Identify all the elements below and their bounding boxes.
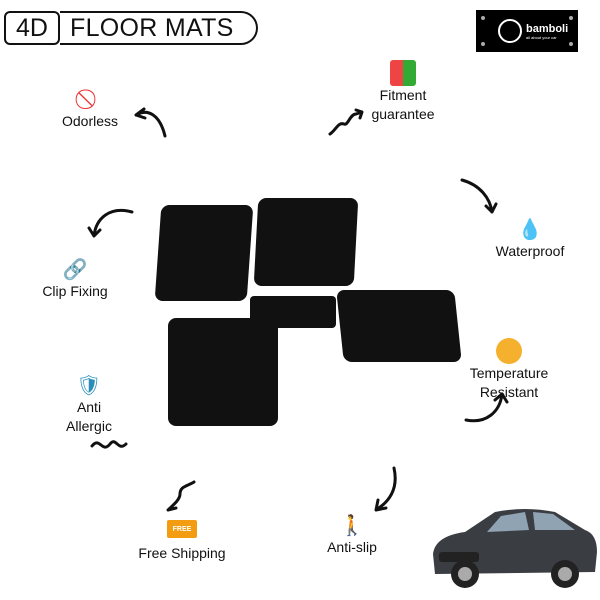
brand-name: bamboli: [526, 22, 569, 35]
arrow-icon: [374, 466, 397, 512]
product-title: FLOOR MATS: [60, 11, 258, 45]
arrow-icon: [460, 178, 498, 214]
feature-free-shipping: FREE Free Shipping: [134, 520, 230, 563]
feature-clip-fixing: 🔗 Clip Fixing: [30, 256, 120, 301]
feature-label: Anti-slip: [327, 539, 377, 555]
feature-label: Fitment guarantee: [371, 87, 435, 122]
feature-label: Clip Fixing: [42, 283, 108, 299]
feature-label: Free Shipping: [138, 545, 226, 561]
brand-tagline: all about your car: [526, 34, 557, 40]
arrow-icon: [166, 480, 196, 512]
delivery-truck-icon: FREE: [167, 520, 197, 538]
arrow-icon: [90, 440, 128, 449]
car-image: [433, 509, 597, 588]
product-header: 4D FLOOR MATS: [4, 10, 258, 46]
feature-label: Temperature Resistant: [469, 365, 549, 400]
feature-waterproof: 💧 Waterproof: [478, 216, 582, 261]
brand-logo: bamboli all about your car: [476, 10, 578, 52]
water-drop-icon: 💧: [517, 218, 543, 241]
feature-label: Odorless: [61, 113, 119, 129]
shield-hands-icon: 🛡: [76, 374, 102, 397]
arrow-icon: [328, 108, 364, 136]
steering-wheel-icon: [498, 19, 522, 43]
feature-label: Anti Allergic: [66, 399, 112, 434]
feature-fitment: Fitment guarantee: [355, 60, 451, 124]
slipping-person-icon: 🚶: [339, 514, 365, 537]
feature-label: Waterproof: [495, 243, 565, 259]
thermometer-icon: [496, 338, 522, 364]
arrow-icon: [464, 392, 509, 423]
feature-anti-slip: 🚶 Anti-slip: [312, 512, 392, 557]
4d-badge: 4D: [4, 11, 60, 45]
feature-odorless: ⃠ Odorless: [50, 86, 130, 131]
feature-temperature: Temperature Resistant: [456, 338, 562, 402]
feature-anti-allergic: 🛡 Anti Allergic: [54, 372, 124, 436]
puzzle-icon: [390, 60, 416, 86]
chain-link-icon: 🔗: [62, 258, 88, 281]
arrow-icon: [87, 209, 134, 238]
arrow-icon: [134, 107, 167, 138]
